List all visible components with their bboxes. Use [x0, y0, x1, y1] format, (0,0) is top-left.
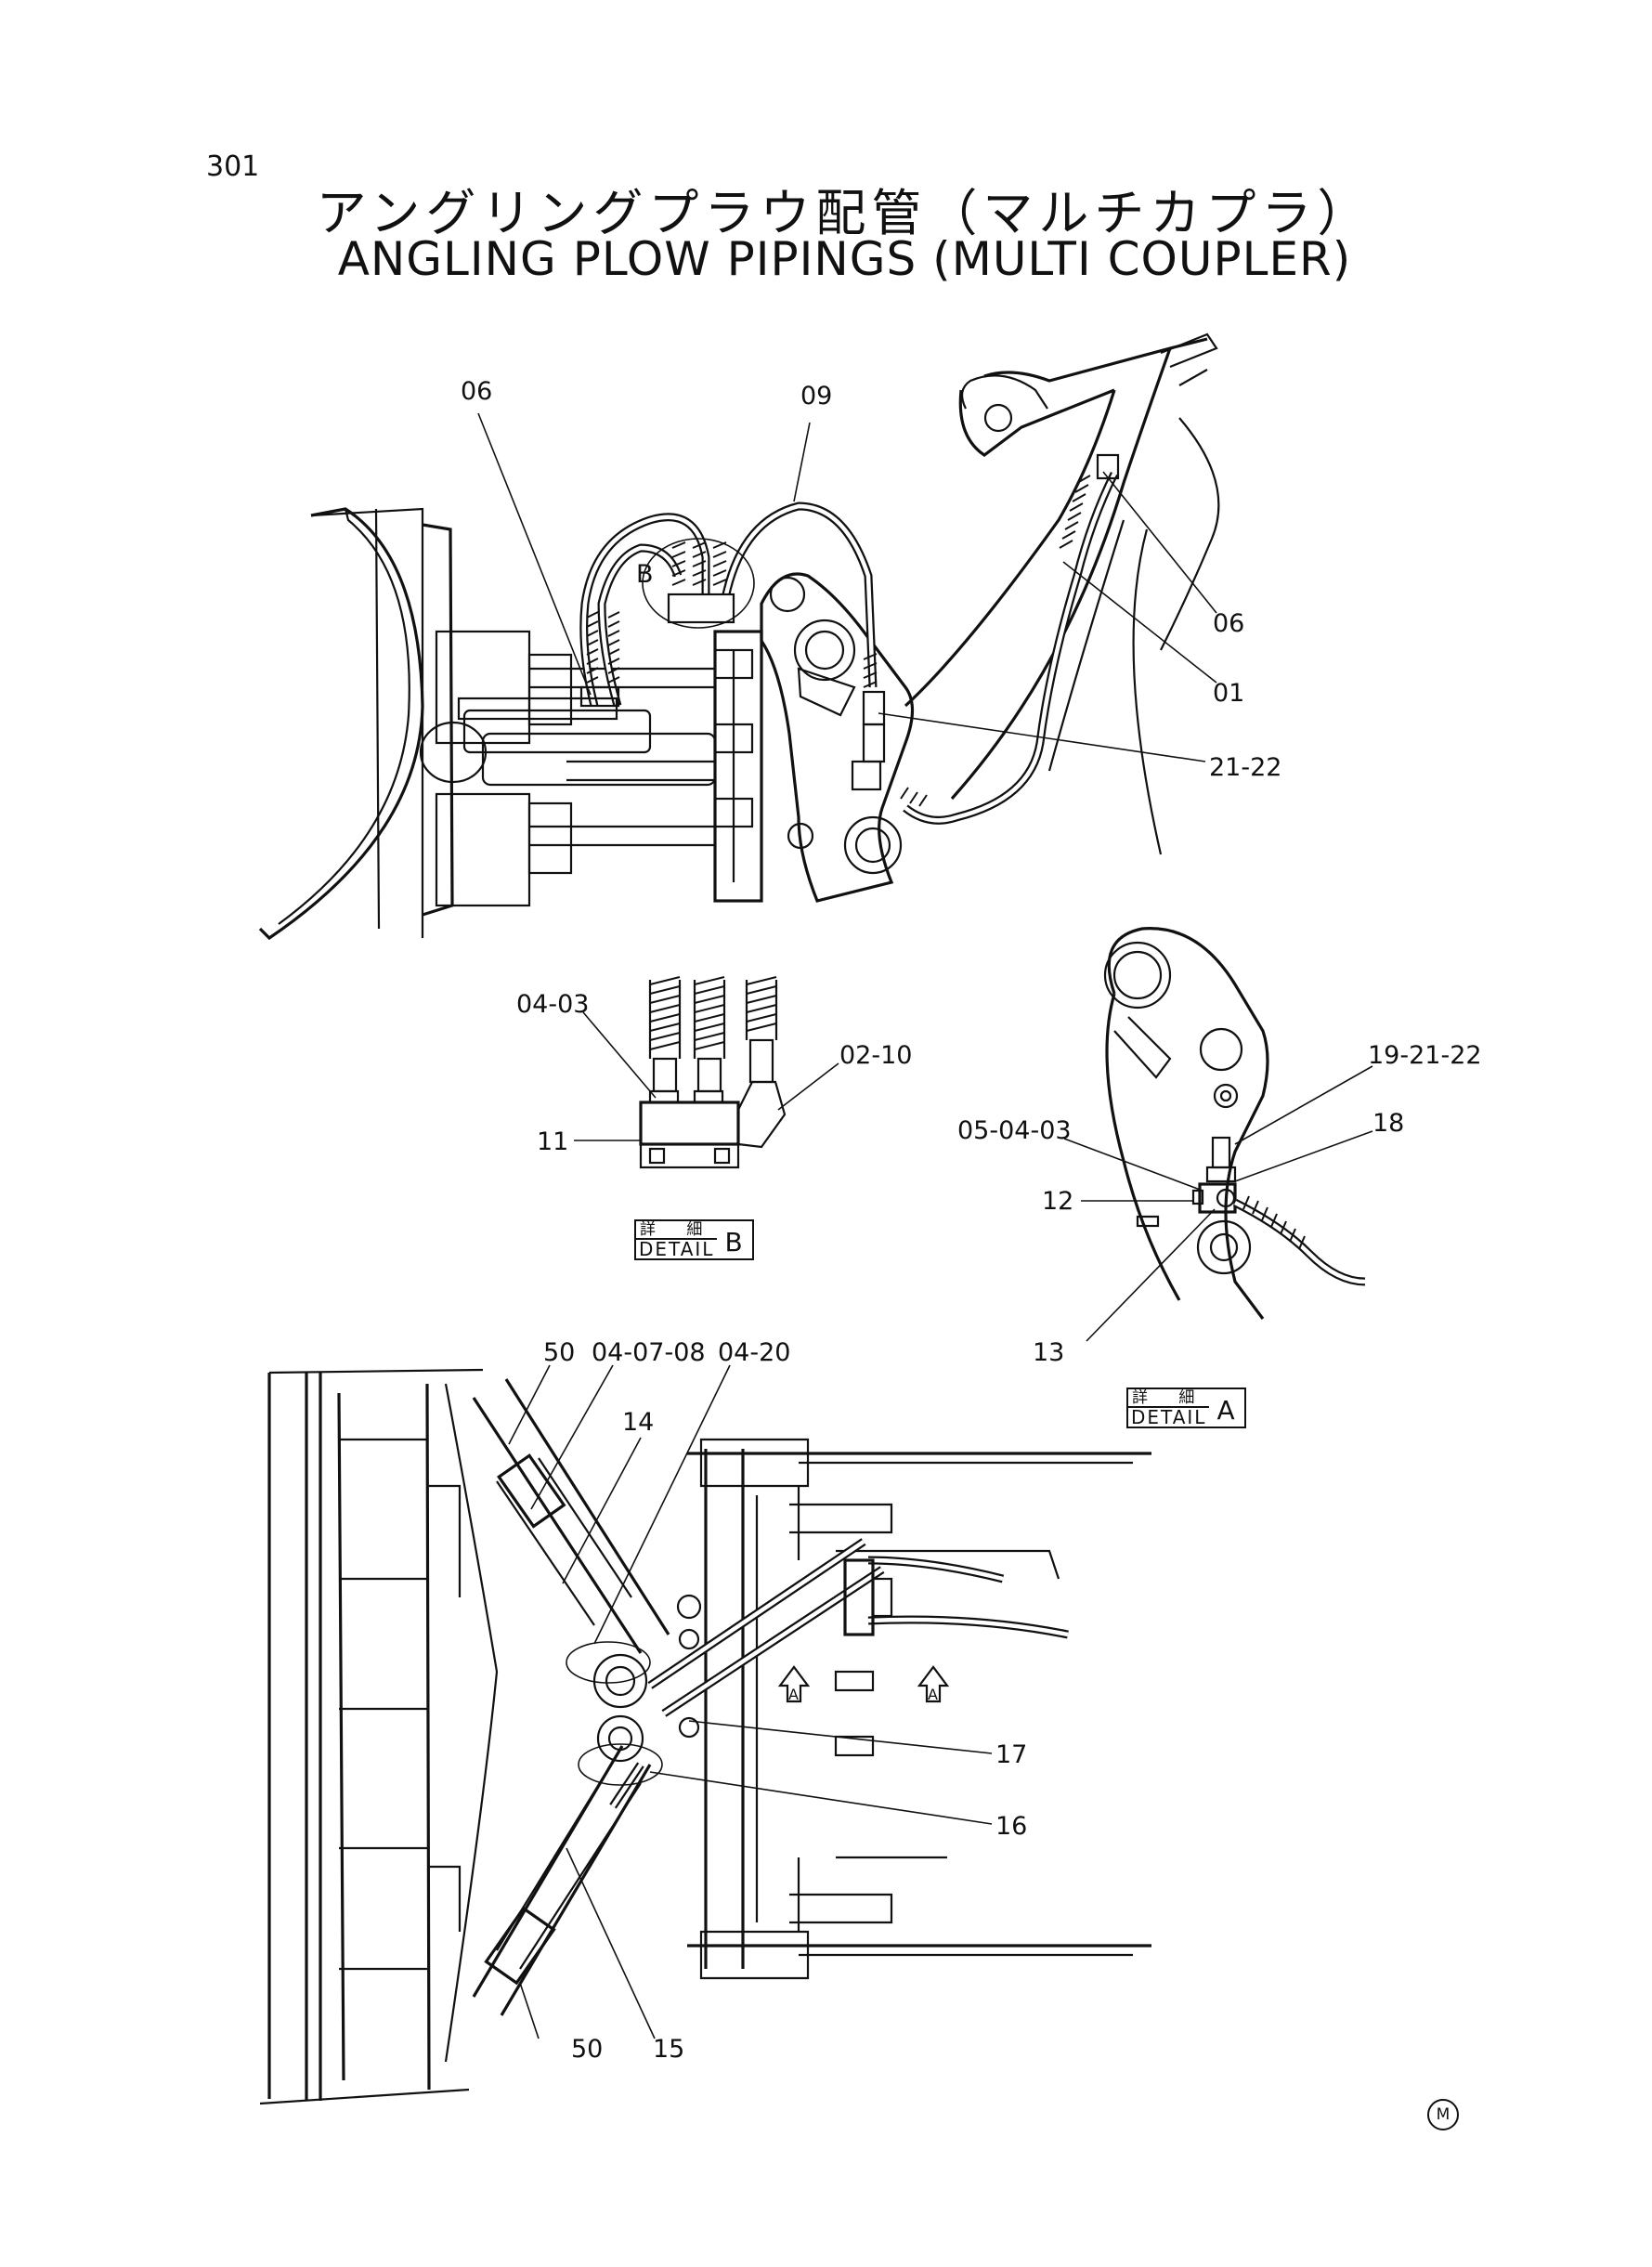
label-part-16: 16	[995, 1812, 1027, 1841]
label-part-06-left: 06	[461, 377, 492, 406]
detail-a-caption-jp: 詳 細	[1132, 1388, 1208, 1407]
detail-b-caption-jp: 詳 細	[640, 1220, 716, 1239]
title-english: ANGLING PLOW PIPINGS (MULTI COUPLER)	[337, 232, 1352, 286]
label-part-04-20: 04-20	[718, 1338, 790, 1367]
label-part-50-top: 50	[543, 1338, 575, 1367]
detail-a-caption: 詳 細 DETAIL A	[1126, 1388, 1246, 1428]
detail-a-drawing	[1103, 927, 1366, 1320]
label-part-02-10: 02-10	[839, 1041, 912, 1070]
label-part-12: 12	[1042, 1187, 1073, 1216]
label-part-18: 18	[1372, 1109, 1404, 1138]
label-detail-b-marker: B	[636, 560, 654, 589]
label-part-21-22: 21-22	[1209, 753, 1281, 782]
label-part-13: 13	[1033, 1338, 1064, 1367]
bottom-view-drawing	[259, 1368, 1151, 2105]
view-arrow-a-2: A	[928, 1686, 938, 1703]
label-part-14: 14	[622, 1408, 654, 1437]
title-japanese: アングリングプラウ配管（マルチカプラ）	[316, 184, 1373, 242]
label-part-17: 17	[995, 1740, 1027, 1769]
label-part-04-03: 04-03	[516, 990, 589, 1019]
detail-b-caption-en: DETAIL	[636, 1238, 718, 1258]
detail-b-drawing	[639, 976, 787, 1169]
label-part-09: 09	[800, 382, 832, 410]
label-part-06-right: 06	[1213, 609, 1244, 638]
detail-b-caption-letter: B	[724, 1227, 743, 1257]
label-part-15: 15	[653, 2035, 684, 2064]
label-part-01: 01	[1213, 679, 1244, 708]
detail-a-caption-en: DETAIL	[1128, 1406, 1210, 1427]
label-part-04-07-08: 04-07-08	[592, 1338, 706, 1367]
detail-b-caption: 詳 細 DETAIL B	[634, 1219, 754, 1260]
circled-m-mark: M	[1427, 2099, 1459, 2130]
main-view-drawing	[258, 332, 1220, 941]
label-part-05-04-03: 05-04-03	[957, 1116, 1072, 1145]
label-part-19-21-22: 19-21-22	[1368, 1041, 1482, 1070]
label-part-11: 11	[537, 1127, 568, 1156]
view-arrow-a-1: A	[788, 1686, 799, 1703]
page-number: 301	[206, 150, 260, 183]
detail-a-caption-letter: A	[1216, 1395, 1235, 1426]
label-part-50-bottom: 50	[571, 2035, 603, 2064]
